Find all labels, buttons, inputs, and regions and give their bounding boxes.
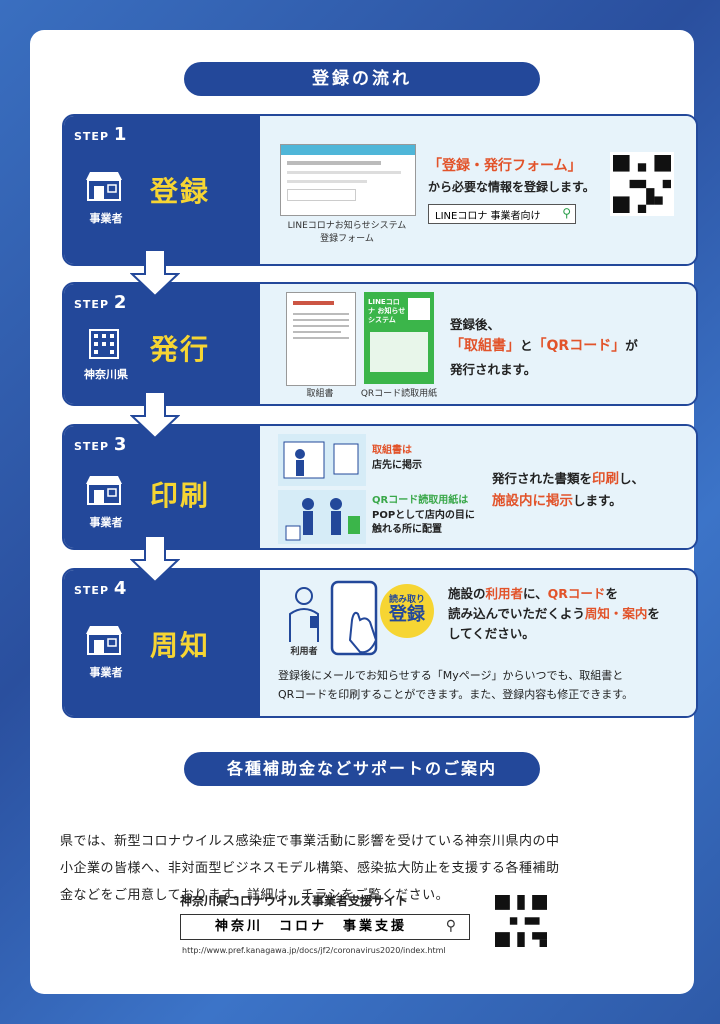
building-icon	[89, 329, 119, 359]
step-3-description: 発行された書類を印刷し、 施設内に掲示します。	[492, 471, 645, 510]
step-4-title: 周知	[150, 629, 211, 662]
user-label: 利用者	[290, 647, 318, 657]
step-2-body: 取組書 LINEコロナ お知らせシステム QRコード読取用紙 登録後、 「取組書…	[260, 284, 696, 404]
step-1-description: 「登録・発行フォーム」 から必要な情報を登録します。	[428, 158, 595, 194]
form-caption: LINEコロナお知らせシステム登録フォーム	[287, 221, 407, 244]
step-1-actor: 事業者	[89, 212, 123, 225]
step-1-body: LINEコロナお知らせシステム登録フォーム 「登録・発行フォーム」 から必要な情…	[260, 116, 696, 264]
step-2: STEP 2 神奈川県 発行 取組書 LINEコロナ お知らせシステム	[62, 282, 698, 406]
torikumisho-document	[286, 292, 356, 386]
step-4-header: STEP 4 事業者 周知	[64, 570, 260, 716]
search-icon: ⚲	[562, 206, 571, 220]
support-site-title: 神奈川県コロナウイルス事業者支援サイト	[180, 894, 409, 908]
storefront-illustration	[278, 434, 366, 486]
arrow-down-icon	[130, 392, 180, 440]
step-3-title: 印刷	[150, 479, 211, 512]
step-1-label: STEP 1	[74, 124, 128, 145]
arrow-down-icon	[130, 250, 180, 298]
step-1: STEP 1 事業者 登録 LINEコロナお知らせシステム登録フォーム	[62, 114, 698, 266]
shop-icon	[86, 626, 122, 655]
step-2-actor: 神奈川県	[84, 368, 128, 381]
step-4-note: 登録後にメールでお知らせする「Myページ」からいつでも、取組書と QRコードを印…	[278, 669, 634, 702]
doc2-caption: QRコード読取用紙	[360, 389, 438, 399]
step-2-description: 登録後、 「取組書」と「QRコード」が 発行されます。	[450, 317, 638, 378]
form-screenshot	[280, 144, 416, 216]
search-icon: ⚲	[445, 918, 459, 934]
smartphone-icon	[330, 580, 378, 656]
shop-icon	[86, 476, 122, 505]
support-description: 県では、新型コロナウイルス感染症で事業活動に影響を受けている神奈川県内の中 小企…	[60, 834, 560, 903]
scan-register-badge: 読み取り 登録	[380, 584, 434, 638]
step-2-header: STEP 2 神奈川県 発行	[64, 284, 260, 404]
doc1-caption: 取組書	[306, 389, 334, 399]
shop-icon	[86, 172, 122, 201]
step-4-description: 施設の利用者に、QRコードを 読み込んでいただくよう周知・案内を してください。	[448, 586, 660, 641]
step-4: STEP 4 事業者 周知 利用者 読み取り 登録	[62, 568, 698, 718]
step-4-actor: 事業者	[89, 666, 123, 679]
step-3-actor: 事業者	[89, 516, 123, 529]
support-title: 各種補助金などサポートのご案内	[184, 752, 540, 786]
store-interior-illustration	[278, 490, 366, 544]
flow-title: 登録の流れ	[184, 62, 540, 96]
step-1-header: STEP 1 事業者 登録	[64, 116, 260, 264]
step-3: STEP 3 事業者 印刷	[62, 424, 698, 550]
step-4-body: 利用者 読み取り 登録 施設の利用者に、QRコードを 読み込んでいただくよう周知…	[260, 570, 696, 716]
user-icon	[289, 587, 319, 642]
step-1-title: 登録	[150, 175, 211, 208]
content-card: 登録の流れ STEP 1 事業者 登録 LINEコロナお知らせシステム登	[30, 30, 698, 994]
step-2-label: STEP 2	[74, 292, 128, 313]
qr-code[interactable]	[492, 892, 550, 950]
support-site-search-box[interactable]: 神奈川 コロナ 事業支援 ⚲	[180, 914, 470, 940]
step-3-note-1: 取組書は店先に掲示	[372, 445, 422, 471]
qr-sheet-document: LINEコロナ お知らせシステム	[364, 292, 434, 384]
step-3-header: STEP 3 事業者 印刷	[64, 426, 260, 548]
line-search-box[interactable]: LINEコロナ 事業者向け ⚲	[428, 204, 576, 224]
step-2-title: 発行	[150, 333, 211, 366]
support-site-url[interactable]: http://www.pref.kanagawa.jp/docs/jf2/cor…	[182, 946, 446, 955]
qr-code[interactable]	[610, 152, 674, 216]
step-4-label: STEP 4	[74, 578, 128, 599]
step-3-label: STEP 3	[74, 434, 128, 455]
arrow-down-icon	[130, 536, 180, 584]
